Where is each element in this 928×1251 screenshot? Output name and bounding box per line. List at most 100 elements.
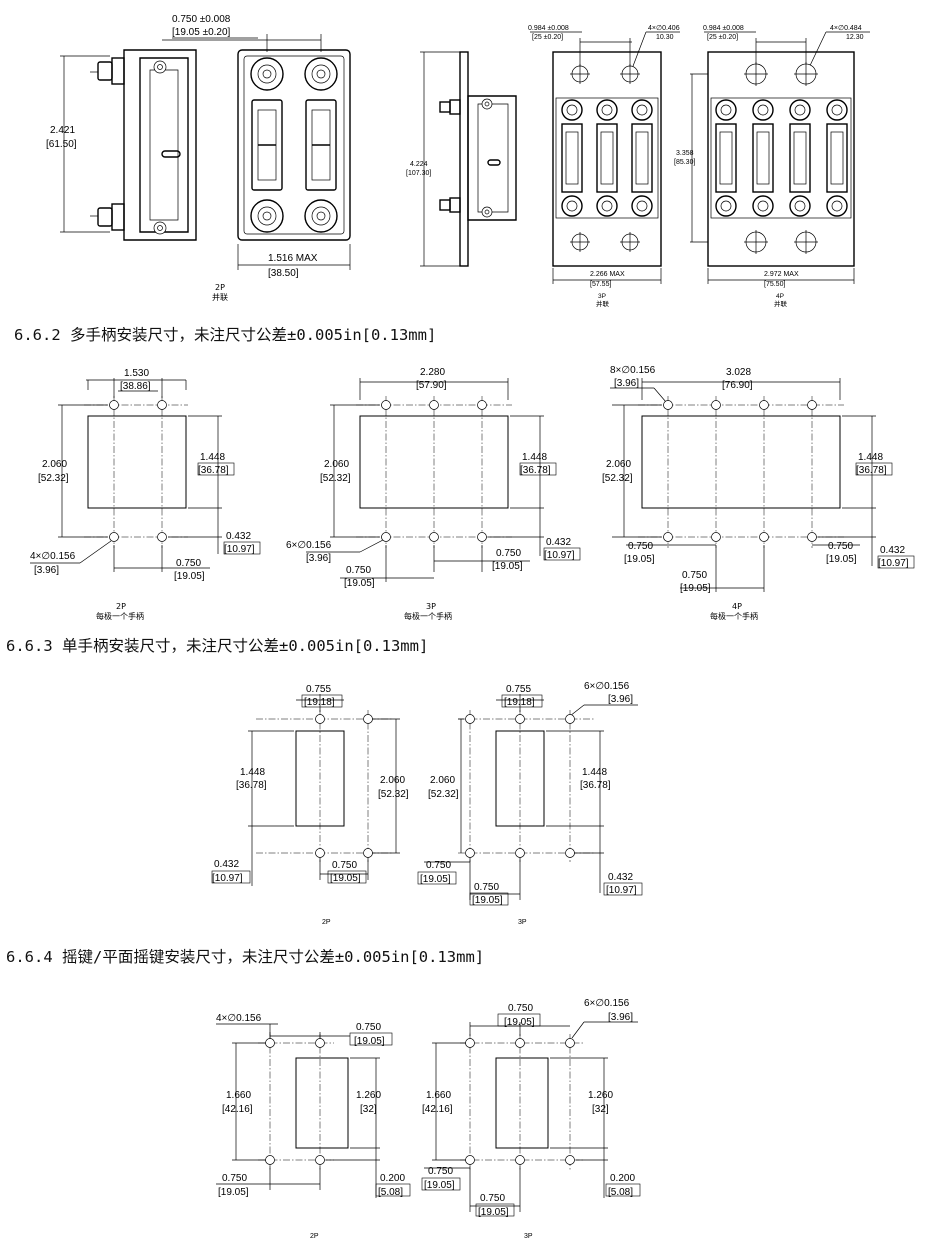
cut-h-mm: [36.78]: [580, 780, 611, 791]
height-in: 2.060: [606, 459, 631, 470]
pitch-top-mm: [19.05]: [354, 1036, 385, 1047]
multi-4p-drawing: 3.028 [76.90] 8×∅0.156 [3.96] 2.060 [52.…: [602, 365, 915, 621]
width-in: 2.280: [420, 367, 445, 378]
height-mm: [42.16]: [222, 1104, 253, 1115]
top-mm: [19.18]: [504, 697, 535, 708]
pitch-b-mm: [19.05]: [344, 578, 375, 589]
holes-mm: [3.96]: [306, 553, 331, 564]
pitch-b-mm: [19.05]: [680, 583, 711, 594]
caption-2p: 2P: [215, 283, 225, 292]
side-3p-height-in: 4.224: [410, 161, 428, 168]
width-in: 1.530: [124, 368, 149, 379]
top-2p-front-view: 1.516 MAX [38.50] 2P 并联: [212, 49, 351, 302]
pitch-b-in: 0.750: [474, 882, 499, 893]
height-mm: [52.32]: [602, 473, 633, 484]
top-4p-front-view: 0.984 ±0.008 [25 ±0.20] 4×∅0.484 12.30 3…: [674, 25, 870, 308]
cut-h-in: 1.448: [522, 452, 547, 463]
rocker-3p-drawing: 0.750 [19.05] 6×∅0.156 [3.96] 1.660 [42.…: [421, 998, 641, 1240]
width-mm: [76.90]: [722, 380, 753, 391]
caption-sub: 每极一个手柄: [96, 611, 144, 621]
caption-4p-sub: 并联: [774, 299, 788, 308]
pitch-a-in: 0.750: [628, 541, 653, 552]
cut-h-in: 1.448: [582, 767, 607, 778]
caption: 3P: [426, 602, 436, 611]
p4-height-in: 3.358: [676, 150, 694, 157]
bottom-in: 0.432: [880, 545, 905, 556]
height-mm: [52.32]: [320, 473, 351, 484]
side-height-in: 2.421: [50, 125, 75, 136]
height-in: 2.060: [324, 459, 349, 470]
holes-in: 6×∅0.156: [286, 540, 332, 551]
pitch-b-mm: [19.05]: [478, 1207, 509, 1218]
pitch-c-mm: [19.05]: [826, 554, 857, 565]
caption-sub: 每极一个手柄: [710, 611, 758, 621]
multi-2p-drawing: 1.530 [38.86] 2.060 [52.32] 1.448 [36.78…: [30, 368, 261, 621]
pitch-mm: [19.05]: [218, 1187, 249, 1198]
top-in: 0.755: [506, 684, 531, 695]
caption-3p-sub: 并联: [596, 299, 610, 308]
pitch-b-in: 0.750: [346, 565, 371, 576]
height-in: 1.660: [226, 1090, 251, 1101]
holes-mm: [3.96]: [608, 694, 633, 705]
holes-in: 8×∅0.156: [610, 365, 656, 376]
cut-h-mm: [32]: [360, 1104, 377, 1115]
p4-height-mm: [85.30]: [674, 159, 695, 166]
caption-4p: 4P: [776, 293, 784, 300]
holes-in: 6×∅0.156: [584, 681, 630, 692]
caption: 2P: [322, 919, 331, 926]
p3-holes-mm: 10.30: [656, 34, 674, 41]
holes-in: 6×∅0.156: [584, 998, 630, 1009]
p4-holes-in: 4×∅0.484: [830, 25, 862, 32]
caption: 2P: [116, 602, 126, 611]
bottom-mm: [10.97]: [544, 550, 575, 561]
pitch-in: 0.750: [332, 860, 357, 871]
holes-mm: [3.96]: [34, 565, 59, 576]
pitch-in: 0.750: [222, 1173, 247, 1184]
cut-h-mm: [36.78]: [520, 465, 551, 476]
cut-h-mm: [36.78]: [198, 465, 229, 476]
bottom-mm: [10.97]: [606, 885, 637, 896]
caption-3p: 3P: [598, 293, 606, 300]
cut-h-mm: [36.78]: [236, 780, 267, 791]
caption-sub: 每极一个手柄: [404, 611, 452, 621]
height-in: 2.060: [380, 775, 405, 786]
pitch-b-in: 0.750: [682, 570, 707, 581]
top-in: 0.755: [306, 684, 331, 695]
caption: 4P: [732, 602, 742, 611]
multi-3p-drawing: 2.280 [57.90] 2.060 [52.32] 1.448 [36.78…: [286, 367, 581, 621]
pitch-a-in: 0.750: [426, 860, 451, 871]
width-mm: [38.86]: [120, 381, 151, 392]
p4-holes-mm: 12.30: [846, 34, 864, 41]
holes-in: 4×∅0.156: [216, 1013, 262, 1024]
p4-width-in: 2.972 MAX: [764, 271, 799, 278]
pitch-in: 0.750 ±0.008: [172, 14, 231, 25]
cut-h-in: 1.260: [588, 1090, 613, 1101]
cut-h-in: 1.448: [240, 767, 265, 778]
rocker-2p-drawing: 4×∅0.156 0.750 [19.05] 1.660 [42.16] 1.2…: [216, 1013, 411, 1240]
bottom-mm: [10.97]: [212, 873, 243, 884]
pitch-c-in: 0.750: [828, 541, 853, 552]
holes-in: 4×∅0.156: [30, 551, 76, 562]
caption: 2P: [310, 1233, 319, 1240]
pitch-a-in: 0.750: [428, 1166, 453, 1177]
p4-width-mm: [75.50]: [764, 281, 785, 288]
heading-6-6-3: 6.6.3 单手柄安装尺寸，未注尺寸公差±0.005in[0.13mm]: [6, 637, 428, 655]
bottom-mm: [10.97]: [224, 544, 255, 555]
top-mm: [19.18]: [304, 697, 335, 708]
bottom-in: 0.200: [380, 1173, 405, 1184]
side-3p-height-mm: [107.30]: [406, 170, 431, 177]
pitch-b-in: 0.750: [480, 1193, 505, 1204]
width-in: 3.028: [726, 367, 751, 378]
pitch-a-mm: [19.05]: [420, 874, 451, 885]
top-2p-side-view: 0.750 ±0.008 [19.05 ±0.20] 2.421 [61.50]: [46, 14, 322, 241]
front-width-in: 1.516 MAX: [268, 253, 318, 264]
top-3p-side-view: 4.224 [107.30]: [406, 51, 517, 267]
side-height-mm: [61.50]: [46, 139, 77, 150]
height-in: 2.060: [42, 459, 67, 470]
width-mm: [57.90]: [416, 380, 447, 391]
front-width-mm: [38.50]: [268, 268, 299, 279]
holes-mm: [3.96]: [608, 1012, 633, 1023]
bottom-mm: [5.08]: [378, 1187, 403, 1198]
bottom-mm: [10.97]: [878, 558, 909, 569]
